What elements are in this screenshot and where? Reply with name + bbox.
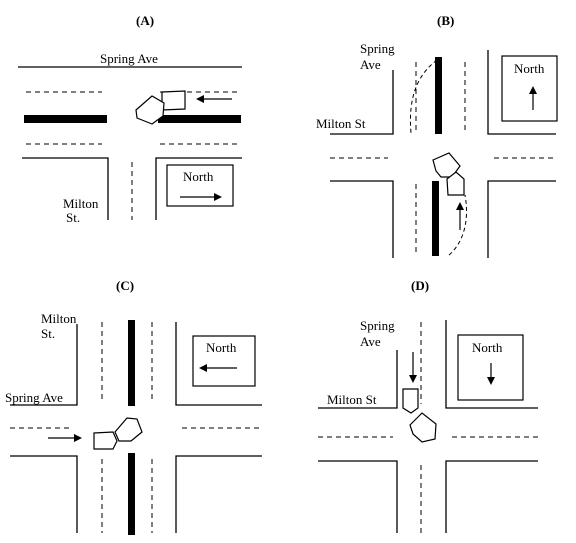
panel-c-ne-corner: [175, 322, 262, 406]
panel-b-street-milton-st: Milton St: [316, 116, 366, 131]
panel-c-street-milton: Milton: [41, 311, 77, 326]
panel-d-north-arrowhead: [487, 377, 495, 385]
panel-c-se-corner: [175, 455, 262, 533]
panel-a-compass-label: North: [183, 169, 214, 184]
panel-b-compass-label: North: [514, 61, 545, 76]
panel-c-north-arrowhead: [199, 364, 207, 372]
panel-d-street-ave: Ave: [360, 334, 381, 349]
panel-b-direction-arrowhead: [456, 202, 464, 210]
panel-a-street-milton: Milton: [63, 196, 99, 211]
panel-b-compass-box: [501, 55, 558, 122]
panel-a-street-st: St.: [66, 210, 80, 225]
panel-b-car-northbound: [446, 171, 465, 196]
panel-a-se-corner: [155, 157, 242, 220]
panel-a-median-east: [158, 115, 241, 123]
panel-b-median-north: [435, 57, 442, 134]
panel-d-car-southbound: [402, 388, 419, 414]
panel-a-street-spring-ave: Spring Ave: [100, 51, 158, 66]
panel-c-street-spring-ave: Spring Ave: [5, 390, 63, 405]
panel-d-street-milton-st: Milton St: [327, 392, 377, 407]
panel-d-ne-corner: [445, 320, 538, 409]
panel-d-title: (D): [411, 278, 429, 293]
panel-b-ne-corner: [487, 50, 556, 135]
panel-a-title: (A): [136, 13, 154, 28]
panel-c-nw-corner: [10, 324, 78, 406]
panel-d: (D) Spring Ave Milton St North: [318, 278, 538, 533]
panel-b-se-corner: [487, 180, 556, 258]
panel-b-title: (B): [437, 13, 454, 28]
panel-c-compass-label: North: [206, 340, 237, 355]
panel-a-north-arrowhead: [214, 193, 222, 201]
panel-b-north-arrowhead: [529, 86, 537, 94]
panel-a-sw-corner: [22, 157, 109, 220]
panel-a-direction-arrowhead: [196, 95, 204, 103]
panel-c-title: (C): [116, 278, 134, 293]
panel-d-compass-label: North: [472, 340, 503, 355]
panel-b-turn-path: [409, 59, 438, 134]
panel-d-car-turning: [409, 412, 437, 443]
panel-a-car-eastbound: [161, 90, 186, 111]
panel-b-street-spring: Spring: [360, 41, 395, 56]
panel-a-car-turning: [135, 95, 165, 125]
panel-b-nw-corner: [330, 70, 394, 135]
panel-c-median-south: [128, 453, 135, 535]
panel-a: (A) Spring Ave Milton St. North: [18, 13, 242, 225]
panel-c-car-eastbound: [93, 431, 118, 450]
panel-b-street-ave: Ave: [360, 57, 381, 72]
panel-d-nw-corner: [318, 350, 398, 409]
panel-c-sw-corner: [10, 455, 78, 533]
panel-c-compass-box: [192, 335, 256, 387]
panel-c: (C) Milton St. Spring Ave North: [5, 278, 262, 535]
panel-b-sw-corner: [330, 180, 394, 258]
panel-c-direction-arrowhead: [74, 434, 82, 442]
panel-b-approach-path: [448, 194, 467, 256]
panel-d-street-spring: Spring: [360, 318, 395, 333]
panel-b: (B) Spring Ave Milton St North: [316, 13, 558, 258]
panel-b-median-south: [432, 181, 439, 256]
panel-a-compass-box: [166, 164, 234, 207]
panel-d-se-corner: [445, 460, 538, 533]
panel-c-car-turning: [114, 417, 143, 442]
panel-a-median-west: [24, 115, 107, 123]
panel-c-street-st: St.: [41, 326, 55, 341]
panel-d-direction-arrowhead: [409, 375, 417, 383]
panel-c-median-north: [128, 320, 135, 406]
panel-d-sw-corner: [318, 460, 398, 533]
